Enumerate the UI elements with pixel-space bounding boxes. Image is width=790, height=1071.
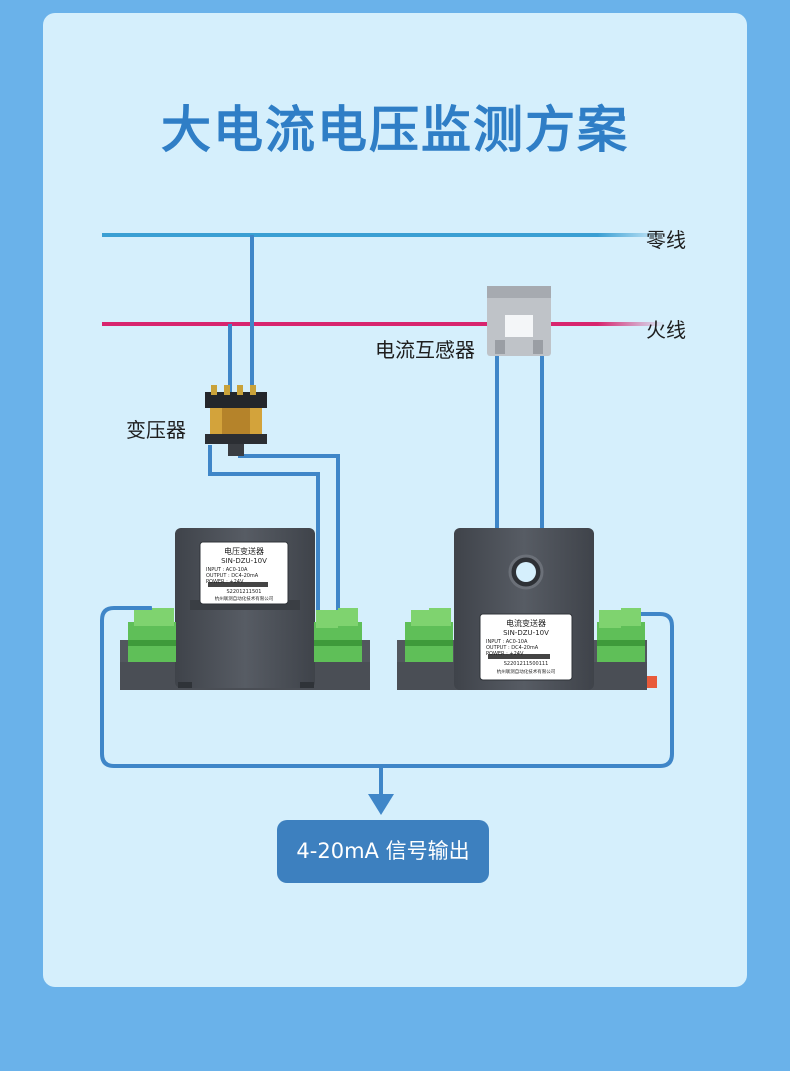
device-title: 电流变送器 xyxy=(506,618,546,628)
transformer-device xyxy=(205,385,267,456)
device-output: OUTPUT : DC4-20mA xyxy=(486,645,539,651)
signal-output-box: 4-20mA 信号输出 xyxy=(277,820,489,883)
output-arrow-head xyxy=(368,794,394,815)
device-serial: S2201211501 xyxy=(227,589,262,595)
voltage-transmitter-device xyxy=(120,528,370,690)
device-model: SIN-DZU-10V xyxy=(503,629,549,637)
device-power: POWER : +24V xyxy=(486,651,524,657)
device-input: INPUT : AC0-10A xyxy=(486,639,528,645)
transformer-label: 变压器 xyxy=(126,418,186,442)
current-transformer-device xyxy=(487,286,551,356)
live-line xyxy=(102,322,665,326)
device-power: POWER : +24V xyxy=(206,579,244,585)
voltage-transmitter-label: 电压变送器 SIN-DZU-10V INPUT : AC0-10A OUTPUT… xyxy=(206,546,273,602)
current-transformer-label: 电流互感器 xyxy=(375,338,475,362)
current-transmitter-label: 电流变送器 SIN-DZU-10V INPUT : AC0-10A OUTPUT… xyxy=(486,618,555,675)
device-title: 电压变送器 xyxy=(224,546,264,556)
device-model: SIN-DZU-10V xyxy=(221,557,267,565)
device-output: OUTPUT : DC4-20mA xyxy=(206,573,259,579)
device-input: INPUT : AC0-10A xyxy=(206,567,248,573)
device-serial: S2201211500111 xyxy=(504,661,549,667)
neutral-line-label: 零线 xyxy=(646,228,686,252)
live-line-label: 火线 xyxy=(646,318,686,342)
device-company: 杭州联测自动化技术有限公司 xyxy=(215,595,274,602)
transformer-tap-wires xyxy=(228,235,254,400)
device-company: 杭州联测自动化技术有限公司 xyxy=(497,668,556,675)
page-title: 大电流电压监测方案 xyxy=(161,101,629,159)
signal-loop-wire xyxy=(100,606,674,768)
neutral-line xyxy=(102,233,665,237)
current-transmitter-device xyxy=(397,528,657,690)
